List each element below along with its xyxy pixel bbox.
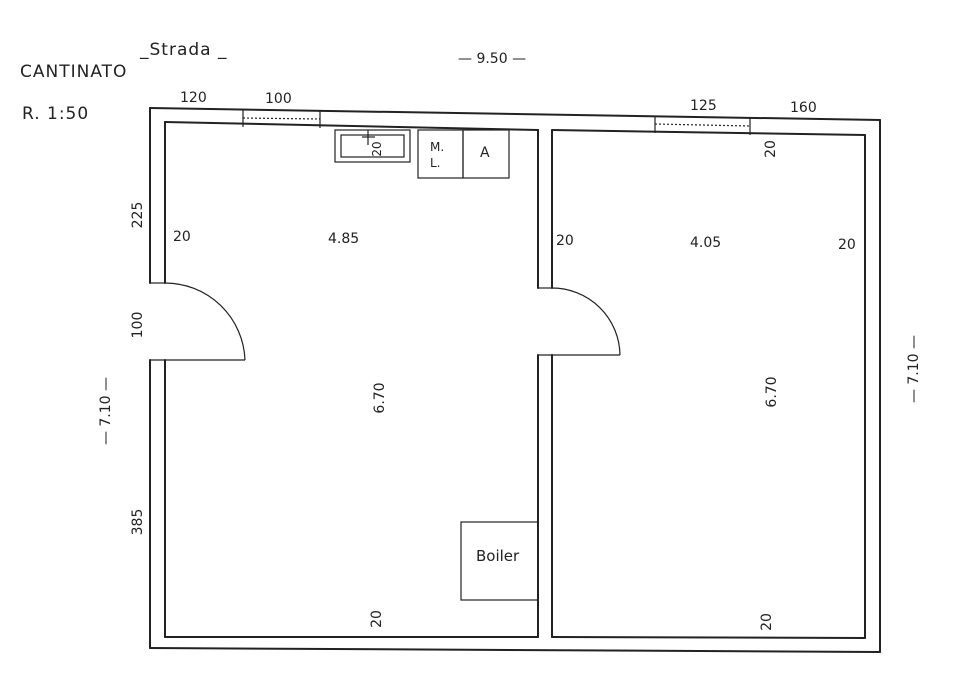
dim-left-total: — 7.10 —	[98, 376, 114, 446]
dim-top-seg-3: 125	[690, 98, 717, 114]
dim-top-seg-2: 100	[265, 91, 292, 107]
drawing-scale: R. 1:50	[22, 104, 90, 124]
right-room-length: 6.70	[764, 376, 780, 408]
left-room-wall-left: 20	[173, 229, 191, 245]
dim-top-total: — 9.50 —	[458, 51, 527, 67]
outer-wall-bottom	[149, 647, 881, 653]
street-label: _Strada _	[140, 40, 228, 60]
dim-right-total: — 7.10 —	[906, 334, 922, 404]
right-room-wall-top: 20	[763, 140, 779, 158]
right-room-wall-bottom: 20	[759, 613, 775, 631]
right-room-inner-bottom	[551, 636, 866, 639]
mid-door-swing	[551, 287, 621, 356]
boiler-label: Boiler	[476, 547, 520, 565]
left-room-length: 6.70	[372, 382, 388, 414]
left-room-wall-bottom: 20	[369, 610, 385, 628]
sink-wall-label: 20	[370, 141, 384, 157]
outer-wall-top	[149, 107, 881, 121]
drawing-title: CANTINATO	[20, 62, 128, 82]
right-room-inner-top	[551, 129, 866, 136]
fixture-ml-label: M. L.	[430, 140, 445, 170]
sink-inner	[340, 134, 405, 158]
right-room-wall-right: 20	[838, 237, 856, 253]
dim-left-seg-1: 225	[130, 201, 146, 229]
fixture-a-label: A	[480, 145, 490, 161]
right-room-width: 4.05	[690, 235, 722, 251]
dim-top-seg-4: 160	[790, 100, 817, 116]
fixture-a-box	[462, 129, 510, 179]
right-room-wall-left: 20	[556, 233, 574, 249]
left-door-swing	[164, 282, 246, 361]
dim-left-seg-3: 385	[130, 508, 146, 536]
boiler-box	[460, 521, 539, 601]
left-room-inner-top	[164, 121, 539, 131]
dim-left-seg-2: 100	[130, 311, 146, 339]
sink-outer	[334, 129, 411, 163]
dim-top-seg-1: 120	[180, 90, 207, 106]
left-room-width: 4.85	[328, 231, 360, 247]
window-right-glass	[654, 123, 751, 127]
window-left-glass	[242, 117, 321, 120]
